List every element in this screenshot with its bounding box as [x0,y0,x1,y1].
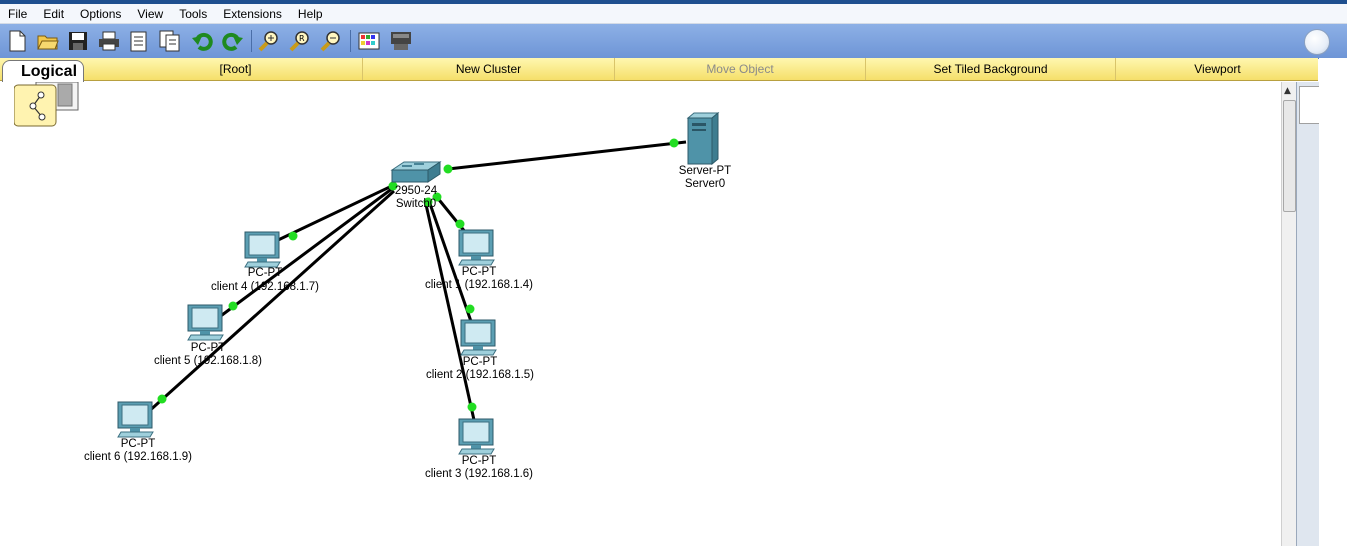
scroll-up-icon[interactable]: ▲ [1284,86,1291,96]
set-tiled-background-button[interactable]: Set Tiled Background [865,58,1115,80]
port-status-up [467,402,477,412]
server-name-label: Server0 [684,178,726,190]
menu-file[interactable]: File [8,6,28,21]
open-folder-icon[interactable] [35,28,61,54]
client3-model-label: PC-PT [461,455,497,467]
client6-name-label: client 6 (192.168.1.9) [83,451,193,463]
info-icon[interactable] [1304,29,1330,55]
menu-help[interactable]: Help [297,6,323,21]
workspace-bar: [Root] New Cluster Move Object Set Tiled… [0,58,1318,81]
zoom-out-icon[interactable] [318,28,344,54]
link-switch-client4[interactable] [275,182,397,243]
client1-name-label: client 1 (192.168.1.4) [424,279,534,291]
switch-name-label: Switch0 [395,198,437,210]
port-status-up [669,138,679,148]
client5-model-label: PC-PT [190,342,226,354]
pc-icon[interactable] [187,304,227,345]
menu-options[interactable]: Options [80,6,122,21]
main-toolbar: R [0,24,1347,59]
client6-model-label: PC-PT [120,438,156,450]
menu-tools[interactable]: Tools [179,6,208,21]
network-links [145,138,687,421]
toolbar-separator [251,30,252,52]
viewport-button[interactable]: Viewport [1115,58,1319,80]
client5-name-label: client 5 (192.168.1.8) [153,355,263,367]
undo-icon[interactable] [189,28,215,54]
server-model-label: Server-PT [678,165,732,177]
client3-name-label: client 3 (192.168.1.6) [424,468,534,480]
pc-icon[interactable] [244,231,284,272]
link-switch-server[interactable] [447,140,687,171]
client4-model-label: PC-PT [247,267,283,279]
port-status-up [432,192,442,202]
client2-name-label: client 2 (192.168.1.5) [425,369,535,381]
window-edge [1319,58,1347,546]
port-status-up [465,304,475,314]
port-status-up [443,164,453,174]
server-icon[interactable] [686,111,720,169]
scrollbar-thumb[interactable] [1283,100,1296,212]
svg-text:R: R [299,34,305,43]
client2-model-label: PC-PT [462,356,498,368]
switch-icon[interactable] [390,160,442,189]
new-file-icon[interactable] [4,28,30,54]
select-tool-icon[interactable] [1299,86,1321,124]
save-icon[interactable] [65,28,91,54]
port-status-up [228,301,238,311]
print-icon[interactable] [96,28,122,54]
device-template-icon[interactable] [388,28,414,54]
link-switch-client5[interactable] [217,186,394,320]
switch-model-label: 2950-24 [394,185,438,197]
port-status-up [288,231,298,241]
cluster-nav-icon[interactable] [13,81,80,128]
pc-icon[interactable] [117,401,157,442]
title-bar-strip [0,0,1347,4]
new-cluster-button[interactable]: New Cluster [362,58,614,80]
palette-icon[interactable] [356,28,382,54]
zoom-reset-icon[interactable]: R [287,28,313,54]
client1-model-label: PC-PT [461,266,497,278]
redo-icon[interactable] [220,28,246,54]
zoom-in-icon[interactable] [256,28,282,54]
menu-extensions[interactable]: Extensions [223,6,282,21]
right-tool-panel [1296,82,1321,546]
vertical-scrollbar[interactable]: ▲ [1281,82,1296,546]
pc-icon[interactable] [458,229,498,270]
toolbar-separator [350,30,351,52]
pc-icon[interactable] [460,319,500,360]
port-status-up [423,197,433,207]
link-switch-client6[interactable] [145,189,396,415]
copy-icon[interactable] [157,28,183,54]
port-status-up [157,394,167,404]
pc-icon[interactable] [458,418,498,459]
port-status-up [455,219,465,229]
menu-bar: File Edit Options View Tools Extensions … [0,4,1347,24]
port-status-up [388,181,398,191]
menu-edit[interactable]: Edit [43,6,65,21]
root-button[interactable]: [Root] [219,62,252,76]
link-switch-client3[interactable] [423,199,476,421]
activity-wizard-icon[interactable] [126,28,152,54]
tab-logical-label: Logical [21,63,78,80]
move-object-button: Move Object [614,58,865,80]
client4-name-label: client 4 (192.168.1.7) [210,281,320,293]
menu-view[interactable]: View [137,6,164,21]
